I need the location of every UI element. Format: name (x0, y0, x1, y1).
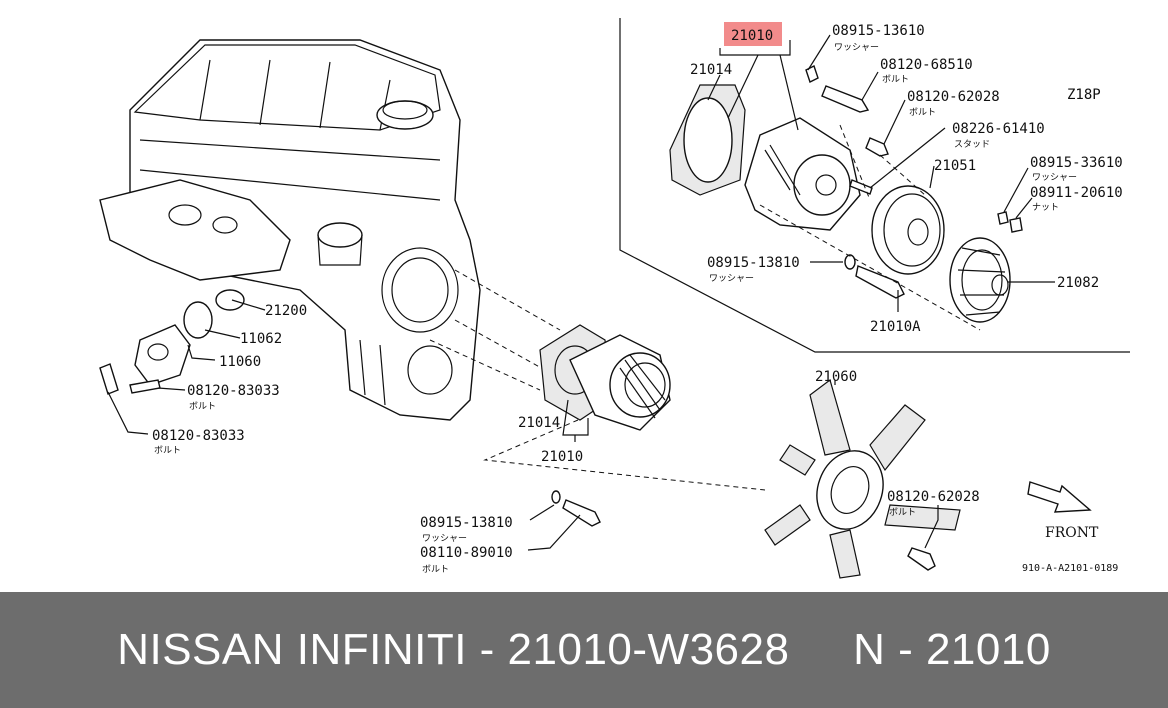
label-21010-highlight: 21010 (731, 28, 773, 44)
label-stud: スタッド (954, 139, 990, 150)
bolt-08120-83033-a (129, 379, 161, 394)
inset-frame (619, 18, 1130, 353)
label-08120-68510: 08120-68510 (880, 57, 973, 73)
parts-diagram: 21010 08915-13610 ワッシャー 21014 08120-6851… (99, 18, 1130, 579)
label-bolt-5: ボルト (889, 507, 916, 518)
bolt-08120-83033-b (99, 363, 119, 395)
label-bolt-2: ボルト (909, 107, 936, 118)
label-bolt-4: ボルト (154, 445, 181, 456)
inset-parts (669, 65, 1023, 323)
label-21014-middle: 21014 (518, 415, 560, 431)
bolt-08120-62028-lower (907, 547, 936, 571)
label-08915-13810-bottom: 08915-13810 (420, 515, 513, 531)
label-washer-4: ワッシャー (422, 534, 467, 544)
label-08915-13810-top: 08915-13810 (707, 255, 800, 271)
label-21010-middle: 21010 (541, 449, 583, 465)
thermostat-group (99, 289, 245, 395)
label-nut: ナット (1032, 202, 1059, 213)
label-front: FRONT (1045, 525, 1099, 541)
thermostat-21200 (215, 289, 245, 311)
housing-11060 (134, 324, 191, 386)
label-bolt-1: ボルト (882, 74, 909, 85)
label-washer-2: ワッシャー (1032, 173, 1077, 183)
water-pump-middle (539, 324, 671, 431)
label-21051: 21051 (934, 158, 976, 174)
label-11060: 11060 (219, 354, 261, 370)
label-11062: 11062 (240, 331, 282, 347)
label-21010a: 21010A (870, 319, 921, 335)
oil-filler (317, 222, 363, 248)
label-08226-61410: 08226-61410 (952, 121, 1045, 137)
lower-bolts (551, 490, 936, 571)
pump-mount-face (381, 247, 459, 333)
footer-title: NISSAN INFINITI - 21010-W3628 N - 21010 (117, 625, 1051, 674)
cooling-fan-21060 (764, 378, 961, 579)
parts-diagram-svg: 21010 08915-13610 ワッシャー 21014 08120-6851… (99, 18, 1130, 579)
label-21060: 21060 (815, 369, 857, 385)
label-08120-62028-top: 08120-62028 (907, 89, 1000, 105)
engine-block (99, 39, 481, 421)
label-08110-89010: 08110-89010 (420, 545, 513, 561)
label-reference: 910-A-A2101-0189 (1022, 563, 1118, 574)
leader-lines (107, 34, 1055, 551)
label-washer-1: ワッシャー (834, 43, 879, 53)
gasket-11062 (183, 301, 213, 339)
label-21082: 21082 (1057, 275, 1099, 291)
label-08120-62028-bottom: 08120-62028 (887, 489, 980, 505)
highlight-box (724, 22, 782, 46)
label-21014-top: 21014 (690, 62, 732, 78)
label-08120-83033-b: 08120-83033 (152, 428, 245, 444)
label-21200: 21200 (265, 303, 307, 319)
label-08120-83033-a: 08120-83033 (187, 383, 280, 399)
front-arrow (1027, 481, 1092, 513)
label-engine-code: Z18P (1067, 87, 1101, 103)
footer-bar: NISSAN INFINITI - 21010-W3628 N - 21010 (0, 592, 1168, 708)
label-08915-33610: 08915-33610 (1030, 155, 1123, 171)
label-bolt-3: ボルト (189, 401, 216, 412)
label-bolt-6: ボルト (422, 564, 449, 575)
intake-manifold (99, 179, 291, 281)
label-08915-13610: 08915-13610 (832, 23, 925, 39)
label-08911-20610: 08911-20610 (1030, 185, 1123, 201)
label-washer-3: ワッシャー (709, 274, 754, 284)
